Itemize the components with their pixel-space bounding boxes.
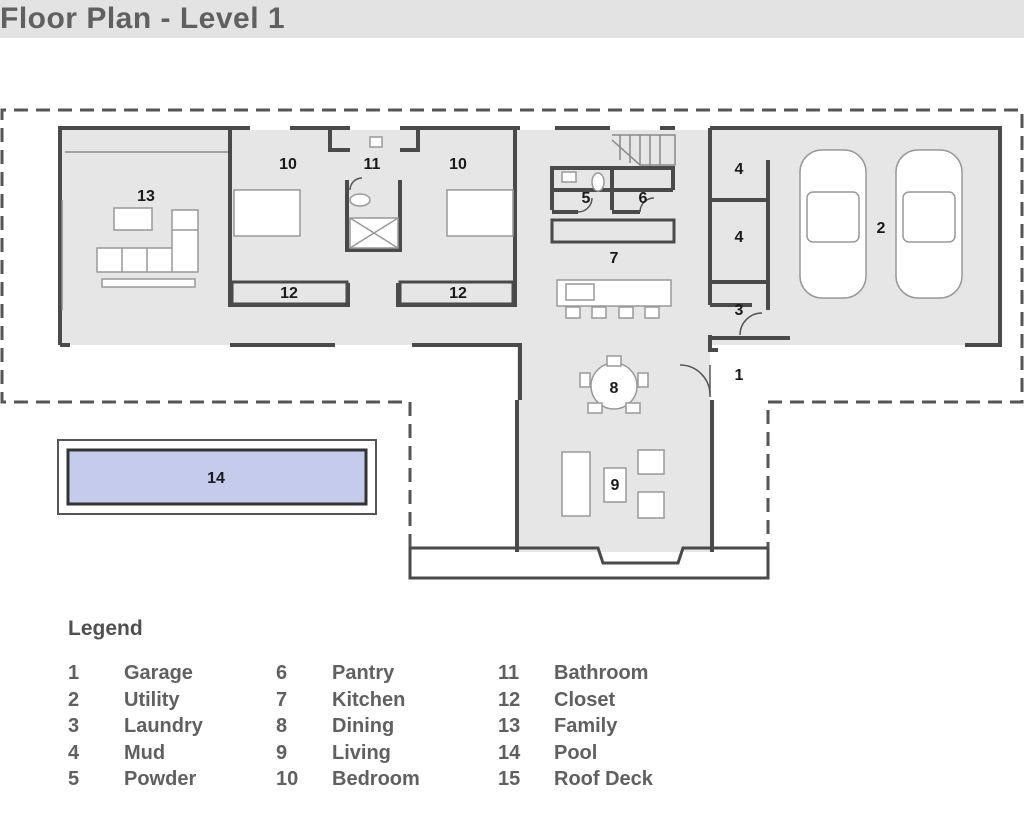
- label-closet-left: 12: [280, 285, 298, 302]
- legend-room-name: Dining: [332, 715, 395, 737]
- label-mud-top: 4: [735, 161, 744, 178]
- label-pantry: 6: [639, 190, 648, 207]
- furniture: [96, 136, 963, 519]
- label-mud-bottom: 4: [735, 229, 744, 246]
- legend-number: 6: [276, 662, 288, 684]
- label-bedroom-right: 10: [449, 156, 467, 173]
- legend-room-name: Bathroom: [554, 662, 649, 684]
- legend-number: 8: [276, 715, 288, 737]
- legend-number: 1: [68, 662, 80, 684]
- label-dining: 8: [610, 380, 619, 397]
- legend-room-name: Pantry: [332, 662, 395, 684]
- legend-number: 10: [276, 768, 299, 790]
- label-living: 9: [611, 477, 620, 494]
- legend-number: 12: [498, 688, 521, 711]
- roof-deck-outline: [0, 108, 1024, 548]
- legend-room-name: Bedroom: [332, 768, 420, 790]
- pool: [66, 448, 368, 506]
- label-utility: 2: [877, 220, 886, 237]
- legend-room-name: Garage: [124, 662, 193, 684]
- legend-number: 15: [498, 768, 521, 790]
- legend-room-name: Utility: [124, 688, 180, 711]
- title-bar: [0, 0, 1024, 38]
- label-powder: 5: [582, 190, 591, 207]
- label-bedroom-left: 10: [279, 156, 297, 173]
- legend-room-name: Closet: [554, 688, 616, 711]
- label-closet-right: 12: [449, 285, 467, 302]
- legend-number: 5: [68, 768, 80, 790]
- interior-details: [61, 134, 676, 310]
- legend-number: 13: [498, 715, 521, 737]
- legend-number: 7: [276, 688, 288, 711]
- label-bathroom: 11: [364, 156, 381, 173]
- room-labels: 13 10 11 10 12 12 5 6 7 4 4 3 2 1 8 9 14: [137, 156, 885, 494]
- label-garage: 1: [735, 367, 744, 384]
- legend-number: 9: [276, 741, 288, 764]
- legend-number: 11: [498, 662, 520, 684]
- walls: [58, 126, 1002, 580]
- legend-number: 14: [498, 741, 521, 764]
- legend-room-name: Pool: [554, 741, 598, 764]
- legend-room-name: Family: [554, 715, 618, 737]
- legend-number: 3: [68, 715, 80, 737]
- legend-number: 4: [68, 741, 80, 764]
- door-swings: [349, 177, 763, 397]
- page-title: Floor Plan - Level 1: [0, 2, 286, 35]
- label-family: 13: [137, 188, 155, 205]
- label-laundry: 3: [735, 302, 744, 319]
- legend-room-name: Kitchen: [332, 688, 406, 711]
- legend-room-name: Laundry: [124, 715, 203, 737]
- legend-room-name: Living: [332, 741, 391, 764]
- legend-room-name: Mud: [124, 741, 166, 764]
- label-kitchen: 7: [610, 250, 619, 267]
- label-pool: 14: [207, 470, 225, 487]
- legend-room-name: Powder: [124, 768, 197, 790]
- legend-title: Legend: [68, 617, 143, 640]
- legend-room-name: Roof Deck: [554, 768, 653, 790]
- legend-number: 2: [68, 688, 80, 711]
